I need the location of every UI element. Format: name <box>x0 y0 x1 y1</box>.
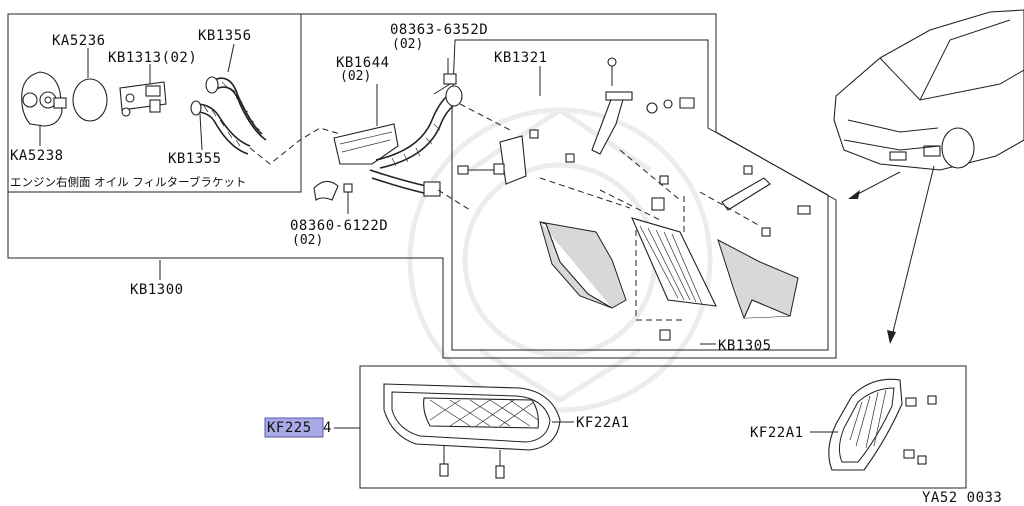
label-bolt-top-number: 08363-6352D <box>390 22 488 38</box>
kb1321-leader-dashes <box>539 149 761 321</box>
oil-hose-kb1355 <box>190 100 251 155</box>
oil-filter-bracket <box>21 71 67 146</box>
hose-bracket-kb1644 <box>333 84 399 165</box>
kb1300-group-outline <box>7 13 837 359</box>
kf2254-group-box <box>359 365 967 489</box>
air-duct-left <box>539 221 627 309</box>
inset-caption: エンジン右側面 オイル フィルターブラケット <box>10 175 246 189</box>
inset-box <box>7 13 302 193</box>
clamp-and-bolt-08360 <box>313 180 353 214</box>
oil-cooler-kb1305 <box>631 197 717 307</box>
oil-hose-kb1356 <box>205 43 267 141</box>
bolt-08363 <box>433 58 457 95</box>
front-grille-right <box>828 378 937 471</box>
label-kf22a1-left: KF22A1 <box>576 415 630 431</box>
label-kf2254-highlighted: KF225 <box>267 420 312 436</box>
o-ring-ka5236 <box>72 48 108 122</box>
label-bolt-bottom-qty: (02) <box>292 233 323 248</box>
small-bolts <box>457 129 811 341</box>
air-duct-right <box>717 238 799 319</box>
pointer-arrows <box>848 165 935 344</box>
label-kb1644-qty: (02) <box>340 69 371 84</box>
hose-leader <box>437 103 511 211</box>
front-grille-left <box>383 383 561 479</box>
label-kf22a1-right: KF22A1 <box>750 425 804 441</box>
label-kb1356: KB1356 <box>198 28 252 44</box>
label-ka5238: KA5238 <box>10 148 64 164</box>
label-kb1644: KB1644 <box>336 55 390 71</box>
label-bolt-top-qty: (02) <box>392 37 423 52</box>
car-sketch <box>833 9 1024 171</box>
label-kb1313: KB1313(02) <box>108 50 197 66</box>
figure-code: YA52 0033 <box>922 490 1002 506</box>
label-ka5236: KA5236 <box>52 33 106 49</box>
kb1321-group-outline <box>451 39 829 351</box>
oil-cooler-hoses <box>369 85 463 197</box>
label-kb1300: KB1300 <box>130 282 184 298</box>
kf2254-highlight-box <box>264 417 324 438</box>
label-kf2254-suffix: 4 <box>323 420 332 436</box>
union-bolt-kb1313 <box>119 64 167 117</box>
inset-leader <box>249 127 341 165</box>
watermark-emblem <box>407 106 713 413</box>
label-kb1355: KB1355 <box>168 151 222 167</box>
label-bolt-bottom-number: 08360-6122D <box>290 218 388 234</box>
cooler-brackets <box>499 57 771 211</box>
label-kb1321: KB1321 <box>494 50 548 66</box>
label-kb1305: KB1305 <box>718 338 772 354</box>
